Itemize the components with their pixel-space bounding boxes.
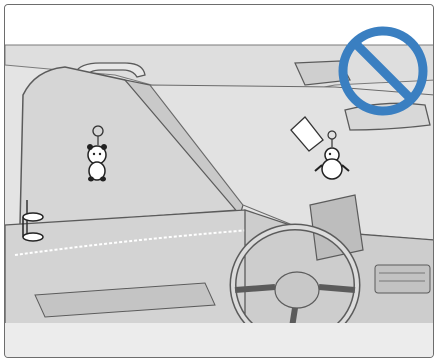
illustration-frame — [4, 4, 434, 358]
center-console-vents — [375, 265, 430, 293]
bottom-panel — [5, 323, 434, 358]
car-interior-illustration — [5, 5, 434, 358]
top-panel — [5, 5, 434, 45]
steering-hub — [275, 272, 319, 308]
